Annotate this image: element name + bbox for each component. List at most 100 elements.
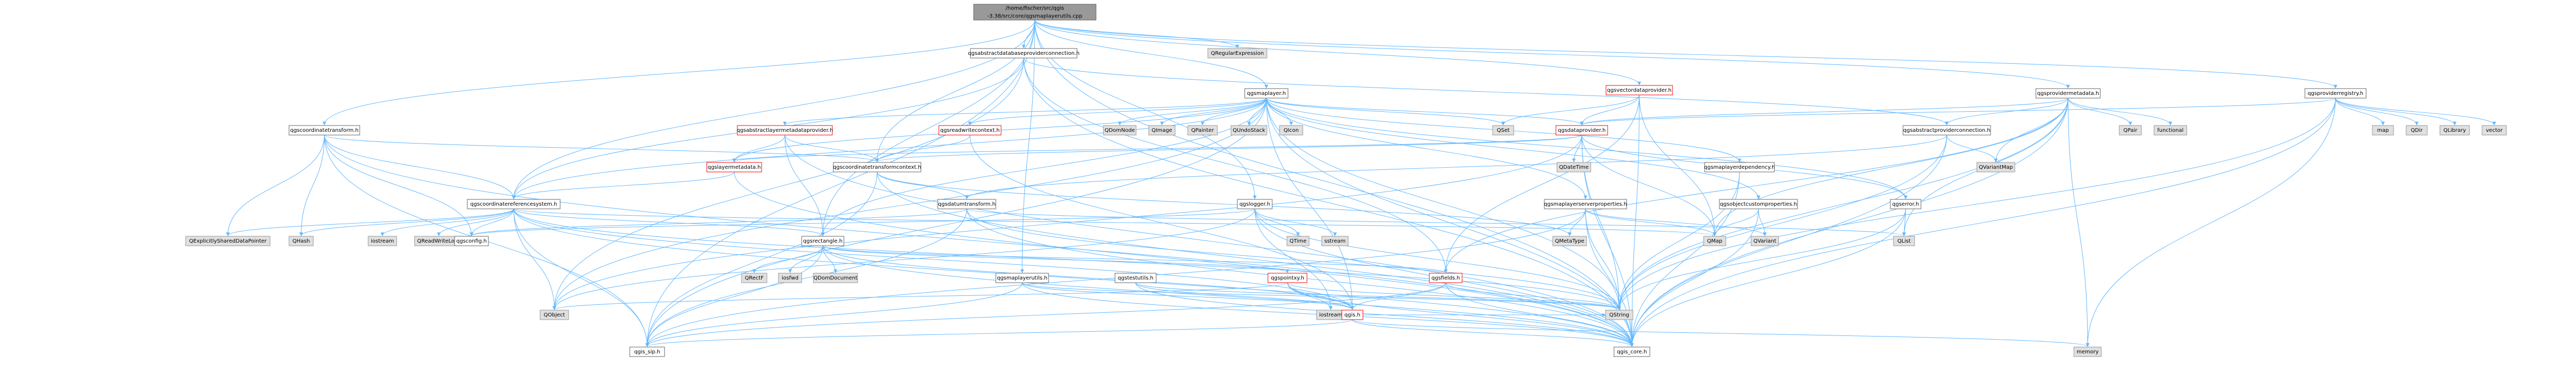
- edge-root-to-qgslogger: [1034, 20, 1257, 199]
- node-qgsproviderregistry[interactable]: qgsproviderregistry.h: [2304, 88, 2367, 99]
- node-qgspointxy[interactable]: qgspointxy.h: [1267, 273, 1308, 283]
- edge-qgslogger-to-iostream2: [1254, 208, 1333, 310]
- node-qgsabstractdatabaseproviderconnection[interactable]: qgsabstractdatabaseproviderconnection.h: [968, 48, 1080, 59]
- edge-root-to-QRegularExpression: [1034, 20, 1239, 49]
- node-qgsobjectcustomproperties[interactable]: qgsobjectcustomproperties.h: [1719, 199, 1798, 209]
- node-box: [2073, 347, 2102, 357]
- edge-qgsvectordataprovider-to-qgsfields: [1444, 94, 1640, 273]
- node-label: -3.38/src/core/qgsmaplayerutils.cpp: [987, 14, 1082, 20]
- node-box: [2035, 88, 2101, 99]
- node-qgsmaplayerutils[interactable]: qgsmaplayerutils.h: [995, 273, 1049, 283]
- edge-qgserror-to-QString: [1617, 208, 1906, 310]
- node-box: [938, 125, 1002, 136]
- node-root-file[interactable]: /home/fischer/src/qgis-3.38/src/core/qgs…: [973, 4, 1097, 21]
- node-box: [1719, 199, 1798, 209]
- node-qgis[interactable]: qgis.h: [1341, 310, 1363, 320]
- edge-qgsobjectcustomproperties-to-QMap: [1713, 208, 1759, 236]
- node-box: [1103, 125, 1137, 136]
- node-label: qgsfields.h: [1431, 275, 1460, 281]
- node-box: [1890, 199, 1921, 209]
- node-box: [540, 310, 569, 320]
- edge-qgscoordinatetransform-to-qgis_core: [324, 134, 1634, 347]
- edge-qgscoordinatetransform-to-QExplicitlySharedDataPointer: [226, 134, 325, 236]
- node-label: qgsreadwritecontext.h: [940, 128, 1000, 133]
- node-qobject: QObject: [540, 310, 569, 320]
- node-qdomnode: QDomNode: [1103, 125, 1137, 136]
- node-box: [454, 236, 489, 246]
- node-box: [706, 162, 762, 172]
- node-box: [1148, 125, 1176, 136]
- node-box: [2154, 125, 2187, 136]
- edge-qgsrectangle-to-qgis_sip: [645, 245, 823, 347]
- edge-qgsabstractproviderconnection-to-qgsdatumtransform: [965, 134, 1947, 199]
- node-label: qgsconfig.h: [456, 238, 487, 244]
- node-qgscoordinatetransform[interactable]: qgscoordinatetransform.h: [289, 125, 360, 136]
- edge-qgsproviderregistry-to-qgsdataprovider: [1580, 98, 2336, 126]
- edge-qgsprovidermetadata-to-memory: [2068, 98, 2090, 347]
- node-qgsabstractlayermetadataprovider[interactable]: qgsabstractlayermetadataprovider.h: [737, 125, 833, 136]
- node-qgsabstractproviderconnection[interactable]: qgsabstractproviderconnection.h: [1902, 125, 1991, 136]
- edge-qgsdatumtransform-to-qgsconfig: [469, 208, 967, 236]
- edge-qgsproviderregistry-to-qgis_core: [1630, 98, 2336, 347]
- node-label: qgsabstractproviderconnection.h: [1903, 128, 1990, 133]
- node-box: [185, 236, 271, 246]
- node-qgscoordinatetransformcontext[interactable]: qgscoordinatetransformcontext.h: [833, 162, 921, 172]
- edge-qgsabstractdatabaseproviderconnection-to-QObject: [552, 57, 1024, 310]
- node-qhash: QHash: [289, 236, 314, 246]
- node-label: QPainter: [1191, 128, 1215, 133]
- node-label: qgspointxy.h: [1271, 275, 1304, 281]
- node-box: [1267, 273, 1308, 283]
- node-label: memory: [2077, 349, 2099, 355]
- node-qimage: QImage: [1148, 125, 1176, 136]
- node-qgsmaplayerserverproperties[interactable]: qgsmaplayerserverproperties.h: [1544, 199, 1627, 209]
- node-qgscoordinatereferencesystem[interactable]: qgscoordinatereferencesystem.h: [467, 199, 561, 209]
- edge-qgslogger-to-sstream: [1254, 208, 1337, 236]
- node-qgsdatumtransform[interactable]: qgsdatumtransform.h: [937, 199, 996, 209]
- node-qgsfields[interactable]: qgsfields.h: [1429, 273, 1463, 283]
- edge-qgis-to-qgis_sip: [645, 319, 1353, 347]
- node-qgslayermetadata[interactable]: qgslayermetadata.h: [706, 162, 762, 172]
- node-box: [995, 273, 1049, 283]
- edge-qgsfields-to-QString: [1445, 282, 1621, 310]
- edge-root-to-qgsvectordataprovider: [1034, 20, 1641, 85]
- node-qgsmaplayerdependency[interactable]: qgsmaplayerdependency.h: [1704, 162, 1775, 172]
- edge-qgsabstractproviderconnection-to-QString: [1617, 134, 1947, 310]
- edge-qgsmaplayerserverproperties-to-QVariant: [1585, 208, 1767, 236]
- node-qgsreadwritecontext[interactable]: qgsreadwritecontext.h: [938, 125, 1002, 136]
- edge-qgsabstractdatabaseproviderconnection-to-qgsabstractproviderconnection: [1023, 57, 1949, 126]
- node-label: QImage: [1151, 128, 1172, 133]
- edge-qgsmaplayer-to-QObject: [552, 98, 1267, 310]
- file-nodes: /home/fischer/src/qgis-3.38/src/core/qgs…: [185, 4, 2507, 357]
- edge-qgscoordinatetransform-to-QHash: [299, 134, 325, 236]
- node-label: map: [2377, 128, 2389, 133]
- node-qgis-sip[interactable]: qgis_sip.h: [629, 347, 665, 357]
- node-qundostack: QUndoStack: [1231, 125, 1267, 136]
- node-qgsmaplayer[interactable]: qgsmaplayer.h: [1244, 88, 1289, 99]
- node-label: QExplicitlySharedDataPointer: [189, 238, 267, 244]
- node-box: [1187, 125, 1218, 136]
- node-qgstestutils[interactable]: qgstestutils.h: [1114, 273, 1157, 283]
- node-qgsconfig[interactable]: qgsconfig.h: [454, 236, 489, 246]
- node-qgsrectangle[interactable]: qgsrectangle.h: [801, 236, 844, 246]
- edge-qgsabstractlayermetadataprovider-to-qgis_core: [784, 134, 1634, 347]
- edge-qgscoordinatereferencesystem-to-qgis_core: [513, 208, 1634, 347]
- node-label: QSet: [1497, 128, 1510, 133]
- edge-qgslogger-to-qgsconfig: [469, 208, 1255, 236]
- node-qgis-core[interactable]: qgis_core.h: [1613, 347, 1650, 357]
- edge-qgsobjectcustomproperties-to-qgis_core: [1630, 208, 1759, 347]
- node-qgsdataprovider[interactable]: qgsdataprovider.h: [1555, 125, 1608, 136]
- edge-qgscoordinatetransformcontext-to-qgis_core: [877, 171, 1634, 347]
- node-qgsprovidermetadata[interactable]: qgsprovidermetadata.h: [2035, 88, 2101, 99]
- node-qgslogger[interactable]: qgslogger.h: [1237, 199, 1273, 209]
- node-iostream: iostream: [368, 236, 397, 246]
- edge-qgspointxy-to-iostream2: [1287, 282, 1333, 310]
- node-qgsvectordataprovider[interactable]: qgsvectordataprovider.h: [1606, 85, 1673, 95]
- node-box: [2304, 88, 2367, 99]
- edge-qgscoordinatetransform-to-qgsconfig: [324, 134, 474, 236]
- edge-root-to-qgsproviderregistry: [1034, 20, 2338, 89]
- node-qicon: QIcon: [1279, 125, 1303, 136]
- node-label: qgsmaplayerdependency.h: [1704, 165, 1775, 170]
- node-label: qgsdatumtransform.h: [938, 201, 996, 207]
- node-qgserror[interactable]: qgserror.h: [1890, 199, 1921, 209]
- edge-qgsdataprovider-to-QString: [1581, 134, 1621, 310]
